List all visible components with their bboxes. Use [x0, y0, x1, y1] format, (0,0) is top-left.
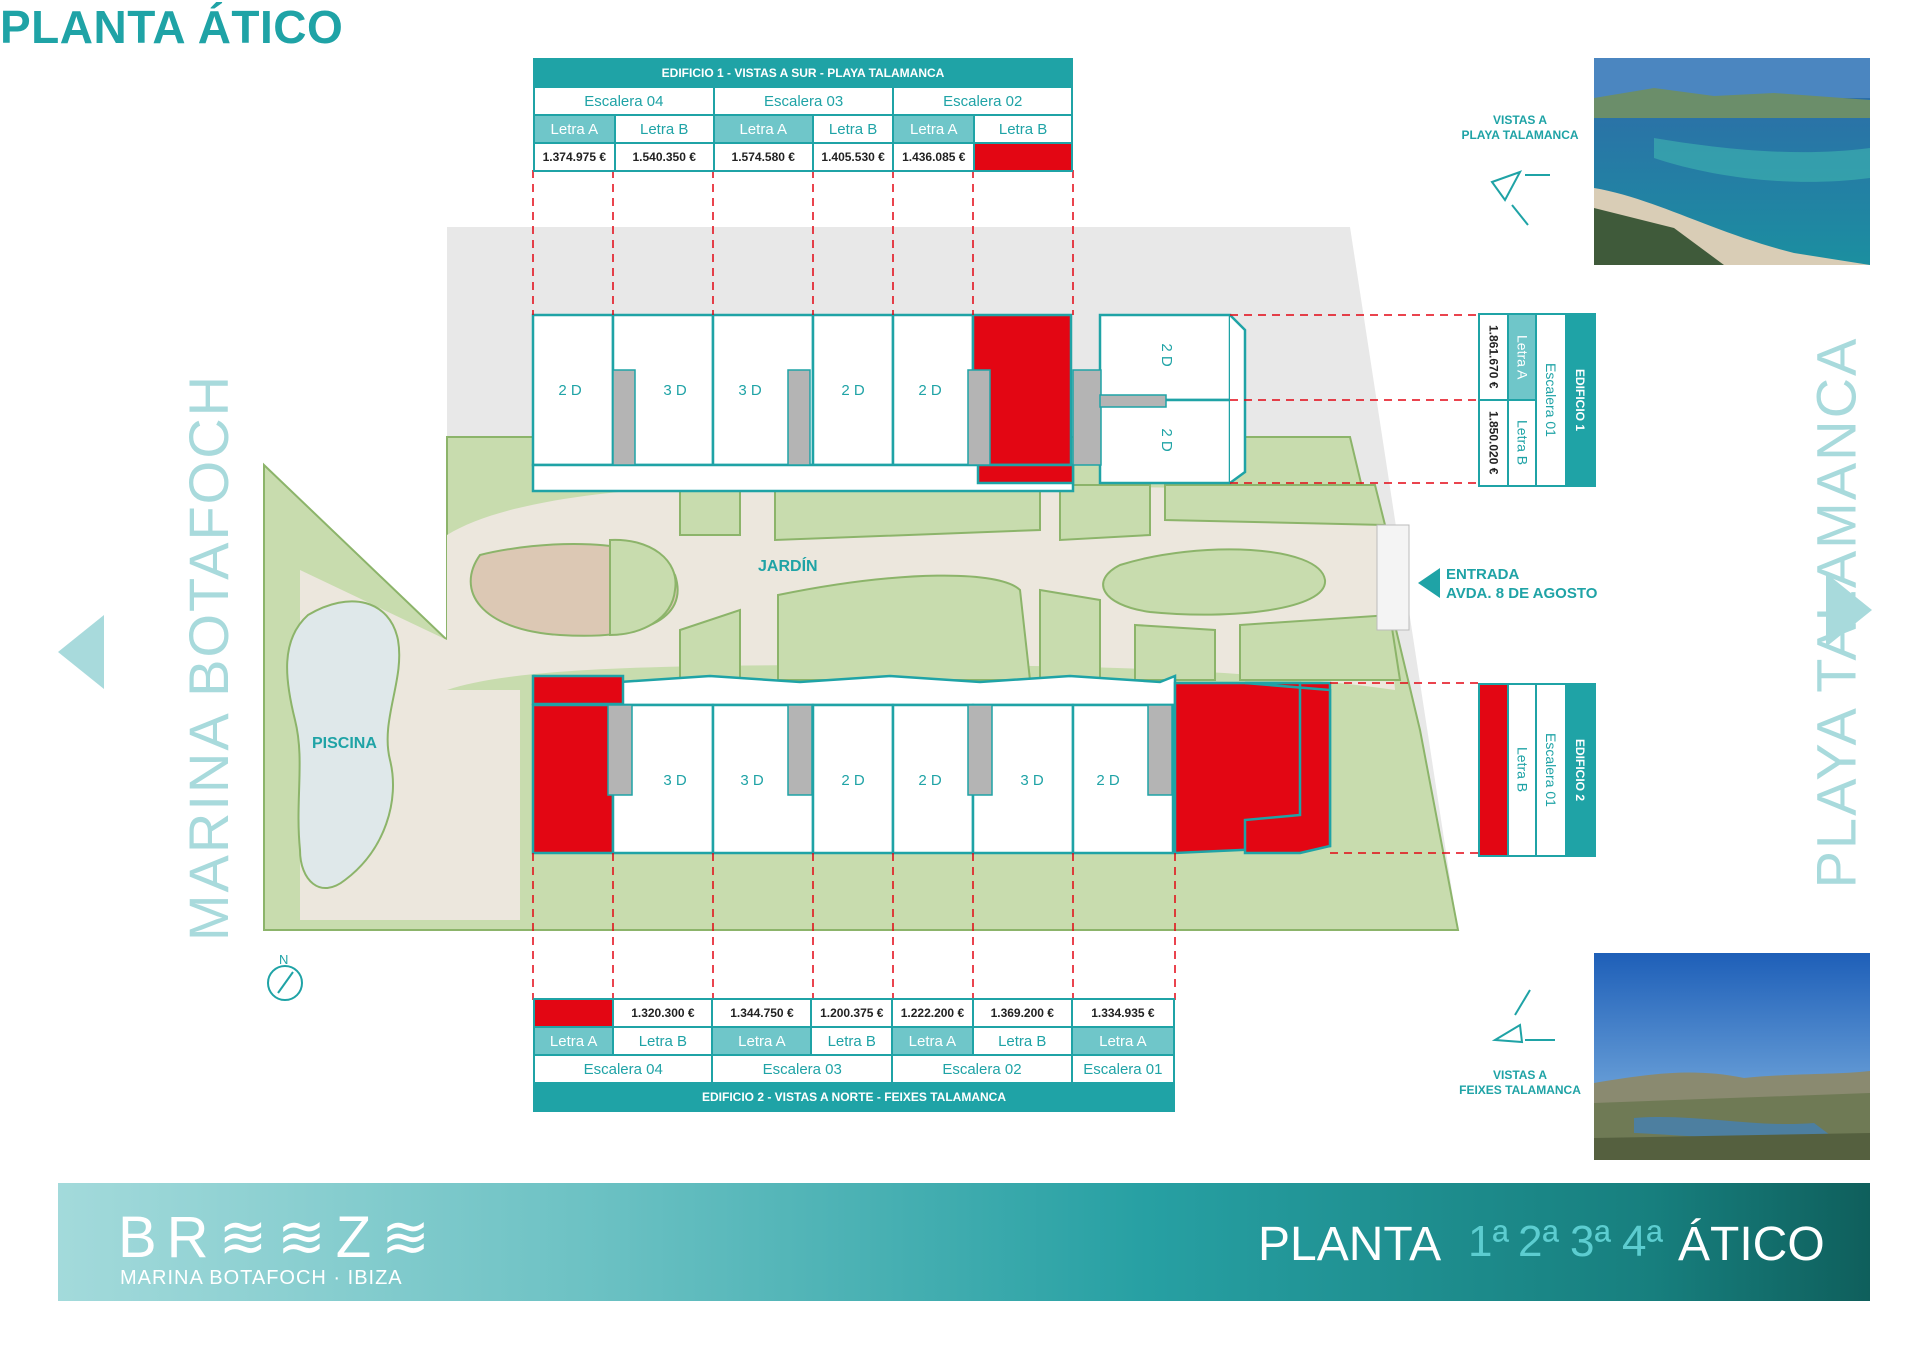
floor-2-link[interactable]: 2ª — [1518, 1217, 1559, 1266]
letra-label: Letra A — [711, 1026, 813, 1056]
unit-type-label: 2 D — [841, 382, 865, 399]
unit-type-label: 2 D — [841, 772, 865, 789]
escalera-label: Escalera 03 — [712, 86, 895, 116]
escalera-label: Escalera 03 — [711, 1054, 894, 1084]
view-label-line: VISTAS A — [1492, 1068, 1547, 1082]
floor-3-link[interactable]: 3ª — [1570, 1217, 1611, 1266]
unit-type-label: 2 D — [1158, 428, 1175, 452]
price-cell[interactable]: 1.540.350 € — [613, 142, 715, 172]
unit-type-label: 3 D — [1020, 772, 1044, 789]
eye-view-icon-top — [1490, 170, 1550, 226]
letra-label: Letra B — [971, 1026, 1073, 1056]
escalera-label: Escalera 04 — [532, 1054, 714, 1084]
letra-label: Letra A — [891, 1026, 974, 1056]
next-arrow-icon[interactable] — [1826, 573, 1872, 647]
unit-type-label: 2 D — [558, 382, 582, 399]
escalera-label: Escalera 02 — [892, 86, 1073, 116]
price-cell[interactable]: 1.369.200 € — [971, 998, 1073, 1028]
building-1-price-table: EDIFICIO 1 - VISTAS A SUR - PLAYA TALAMA… — [533, 58, 1073, 172]
letra-label: Letra B — [1514, 420, 1531, 466]
floor-4-link[interactable]: 4ª — [1622, 1217, 1663, 1266]
view-label-line: FEIXES TALAMANCA — [1459, 1083, 1581, 1097]
unit-type-label: 2 D — [1096, 772, 1120, 789]
letra-label: Letra B — [811, 114, 895, 144]
unit-labels-building-2: 3 D 3 D 2 D 2 D 3 D 2 D — [663, 772, 1120, 789]
price-cell[interactable]: 1.344.750 € — [711, 998, 813, 1028]
letra-label: Letra A — [712, 114, 814, 144]
unit-type-label: 3 D — [663, 772, 687, 789]
escalera-label: Escalera 01 — [1542, 733, 1559, 807]
price-cell[interactable]: 1.850.020 € — [1480, 399, 1508, 485]
price-cell[interactable]: 1.200.375 € — [810, 998, 894, 1028]
unit-type-label: 2 D — [918, 382, 942, 399]
pool-label: PISCINA — [312, 735, 377, 752]
floor-1-link[interactable]: 1ª — [1468, 1217, 1509, 1266]
view-label-line: VISTAS A — [1492, 113, 1547, 127]
letra-label: Letra B — [613, 114, 715, 144]
building-2-price-table: 1.320.300 € 1.344.750 € 1.200.375 € 1.22… — [532, 998, 1176, 1112]
letra-label: Letra A — [1070, 1026, 1176, 1056]
footer-banner: BR≋≋Z≋ MARINA BOTAFOCH · IBIZA PLANTA 1ª… — [58, 1183, 1870, 1301]
price-text: 1.850.020 € — [1486, 411, 1501, 475]
building-2-side-title: EDIFICIO 2 — [1573, 738, 1588, 801]
escalera-label: Escalera 04 — [533, 86, 715, 116]
view-label-line: PLAYA TALAMANCA — [1461, 128, 1579, 142]
brand-subtitle: MARINA BOTAFOCH · IBIZA — [120, 1267, 403, 1289]
beach-photo-playa-talamanca — [1594, 58, 1870, 265]
entrance-arrow-icon — [1418, 568, 1440, 598]
price-cell[interactable]: 1.405.530 € — [811, 142, 895, 172]
north-label: N — [279, 952, 289, 967]
escalera-label: Escalera 02 — [891, 1054, 1073, 1084]
letra-label: Letra A — [532, 1026, 615, 1056]
planta-label: PLANTA — [1258, 1218, 1442, 1271]
price-cell[interactable]: 1.374.975 € — [533, 142, 616, 172]
price-cell[interactable]: 1.320.300 € — [612, 998, 714, 1028]
unit-type-label: 3 D — [740, 772, 764, 789]
building-2-side-table: Letra B Escalera 01 EDIFICIO 2 — [1478, 683, 1596, 857]
price-cell[interactable]: 1.861.670 € — [1480, 315, 1507, 399]
eye-view-icon-bottom — [1491, 989, 1555, 1044]
price-cell[interactable]: 1.436.085 € — [892, 142, 976, 172]
unit-type-label: 2 D — [1158, 343, 1175, 367]
letra-label: Letra B — [1514, 747, 1531, 793]
page-title: PLANTA ÁTICO — [0, 1, 344, 53]
escalera-label: Escalera 01 — [1070, 1054, 1176, 1084]
landscape-photo-feixes-talamanca — [1594, 953, 1870, 1160]
floor-atico-current[interactable]: ÁTICO — [1678, 1218, 1825, 1271]
guide-lines — [532, 170, 1478, 1000]
escalera-label: Escalera 01 — [1542, 363, 1559, 437]
letra-label: Letra A — [892, 114, 976, 144]
letra-label: Letra A — [1514, 334, 1531, 380]
price-text: 1.861.670 € — [1486, 325, 1501, 389]
unit-type-label: 2 D — [918, 772, 942, 789]
entrance-line-2: AVDA. 8 DE AGOSTO — [1446, 585, 1598, 602]
letra-label: Letra B — [810, 1026, 894, 1056]
sold-price-cell — [973, 142, 1073, 172]
price-cell[interactable]: 1.222.200 € — [891, 998, 974, 1028]
letra-label: Letra A — [533, 114, 616, 144]
sold-price-cell — [532, 998, 615, 1028]
letra-label: Letra B — [612, 1026, 714, 1056]
building-1-side-table: 1.861.670 € 1.850.020 € Letra A Letra B … — [1478, 313, 1596, 487]
north-compass-icon — [267, 965, 303, 1001]
unit-type-label: 3 D — [738, 382, 762, 399]
unit-type-label: 3 D — [663, 382, 687, 399]
garden-label: JARDÍN — [758, 558, 818, 575]
view-label-top: VISTAS A PLAYA TALAMANCA — [1450, 113, 1590, 143]
entrance-label: ENTRADA AVDA. 8 DE AGOSTO — [1446, 565, 1597, 603]
building-2-title: EDIFICIO 2 - VISTAS A NORTE - FEIXES TAL… — [533, 1082, 1175, 1112]
building-1-title: EDIFICIO 1 - VISTAS A SUR - PLAYA TALAMA… — [533, 58, 1073, 88]
price-cell[interactable]: 1.574.580 € — [712, 142, 814, 172]
view-label-bottom: VISTAS A FEIXES TALAMANCA — [1450, 1068, 1590, 1098]
price-cell[interactable]: 1.334.935 € — [1070, 998, 1176, 1028]
sold-price-cell — [1480, 685, 1507, 855]
previous-arrow-icon[interactable] — [58, 615, 104, 689]
building-1-side-title: EDIFICIO 1 — [1573, 368, 1588, 431]
entrance-line-1: ENTRADA — [1446, 566, 1520, 583]
brand-logo: BR≋≋Z≋ — [118, 1205, 440, 1270]
unit-labels-building-1: 2 D 3 D 3 D 2 D 2 D 2 D 2 D — [558, 343, 1175, 452]
letra-label: Letra B — [973, 114, 1073, 144]
